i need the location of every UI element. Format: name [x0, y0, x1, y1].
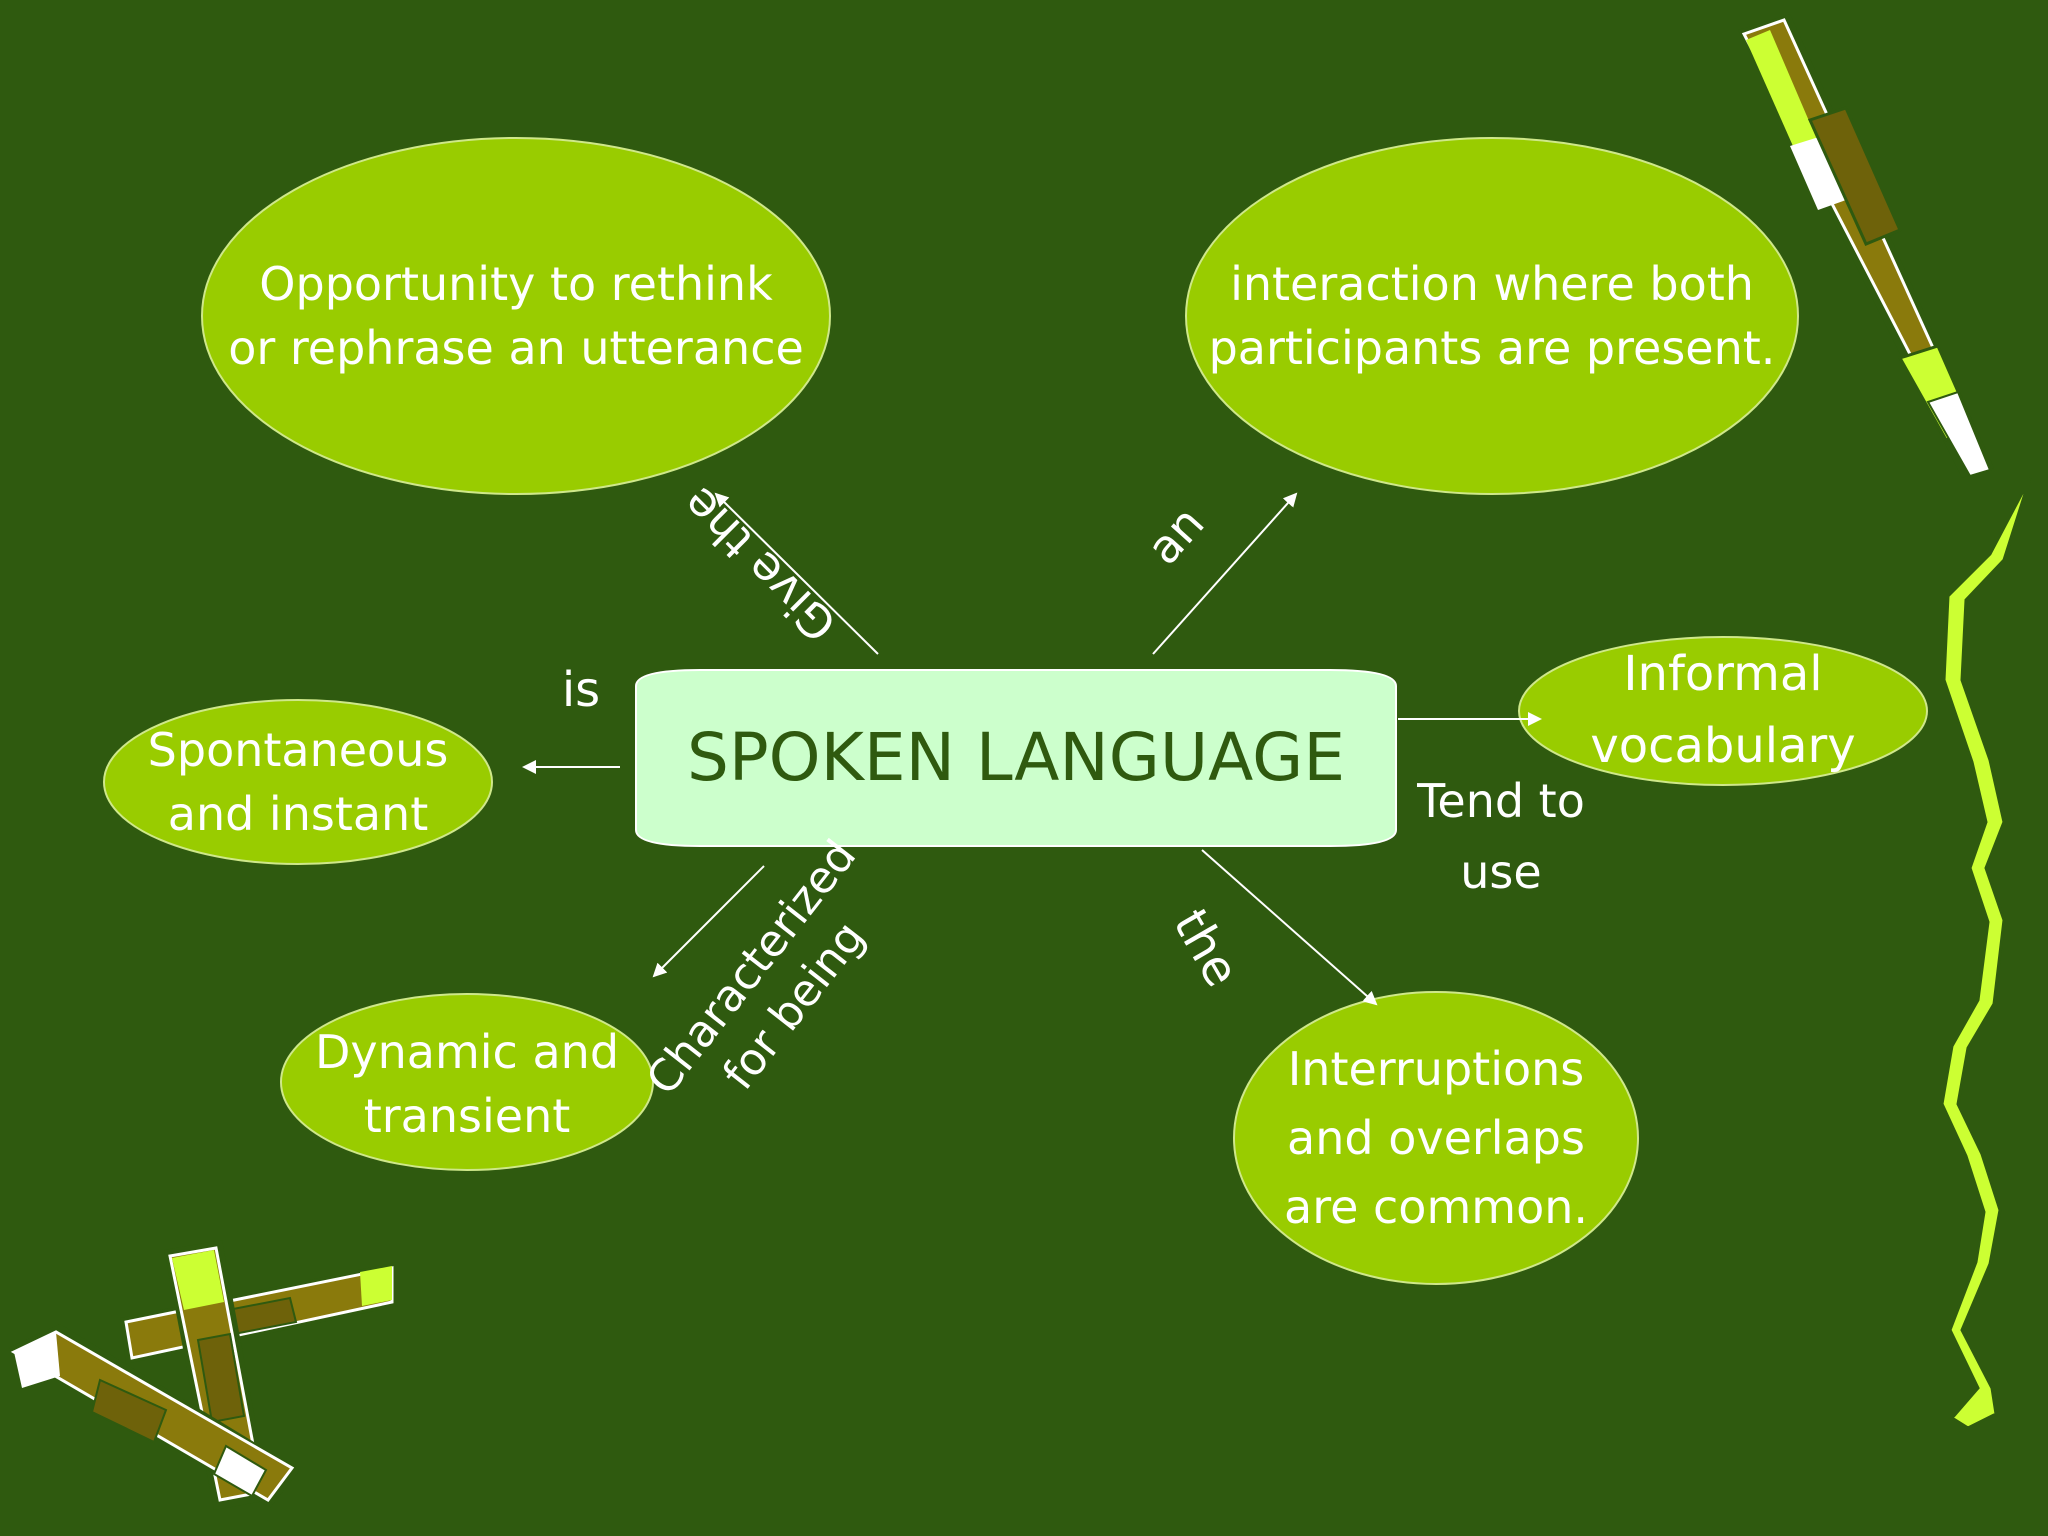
arrow-to-interaction — [1152, 492, 1298, 655]
crayon-icon — [1738, 14, 1994, 478]
crossed-crayons-icon — [8, 1240, 398, 1510]
node-informal-line2: vocabulary — [1590, 718, 1856, 774]
bubble-spontaneous — [103, 699, 493, 865]
bubble-informal — [1518, 636, 1928, 786]
arrow-to-opportunity — [714, 492, 879, 655]
bubble-dynamic — [280, 993, 654, 1171]
node-interaction: interaction where both participants are … — [1186, 238, 1798, 394]
node-spontaneous-line1: Spontaneous — [147, 722, 449, 777]
edge-label-is: is — [561, 662, 601, 718]
node-dynamic-line1: Dynamic and — [314, 1024, 620, 1079]
node-opportunity-line1: Opportunity to rethink — [259, 256, 773, 311]
vine-decoration — [1940, 477, 2032, 1430]
edge-label-tend-to: Tend to use — [1396, 766, 1606, 908]
arrow-to-interruptions — [1201, 849, 1378, 1006]
center-node-text: SPOKEN LANGUAGE — [686, 719, 1346, 796]
node-dynamic: Dynamic and transient — [281, 1014, 653, 1154]
edge-label-tend-to-line1: Tend to — [1417, 774, 1585, 828]
node-dynamic-line2: transient — [363, 1089, 571, 1143]
node-opportunity-line2: or rephrase an utterance — [228, 321, 804, 375]
node-interaction-line1: interaction where both — [1230, 256, 1754, 311]
center-node-shape — [635, 669, 1397, 847]
bubble-interruptions — [1233, 991, 1639, 1285]
node-spontaneous: Spontaneous and instant — [104, 712, 492, 852]
node-interruptions-line3: are common. — [1284, 1179, 1588, 1234]
node-interruptions-line1: Interruptions — [1287, 1041, 1585, 1096]
node-informal-line1: Informal — [1623, 646, 1823, 702]
center-node-label: SPOKEN LANGUAGE — [636, 670, 1396, 846]
arrow-to-dynamic — [652, 865, 765, 978]
node-interruptions-line2: and overlaps — [1287, 1110, 1585, 1165]
node-opportunity: Opportunity to rethink or rephrase an ut… — [202, 238, 830, 394]
node-informal: Informal vocabulary — [1519, 630, 1927, 790]
edge-label-tend-to-line2: use — [1460, 845, 1542, 900]
node-interaction-line2: participants are present. — [1208, 321, 1776, 375]
node-spontaneous-line2: and instant — [167, 787, 429, 841]
node-interruptions: Interruptions and overlaps are common. — [1234, 1030, 1638, 1246]
bubble-interaction — [1185, 137, 1799, 495]
bubble-opportunity — [201, 137, 831, 495]
